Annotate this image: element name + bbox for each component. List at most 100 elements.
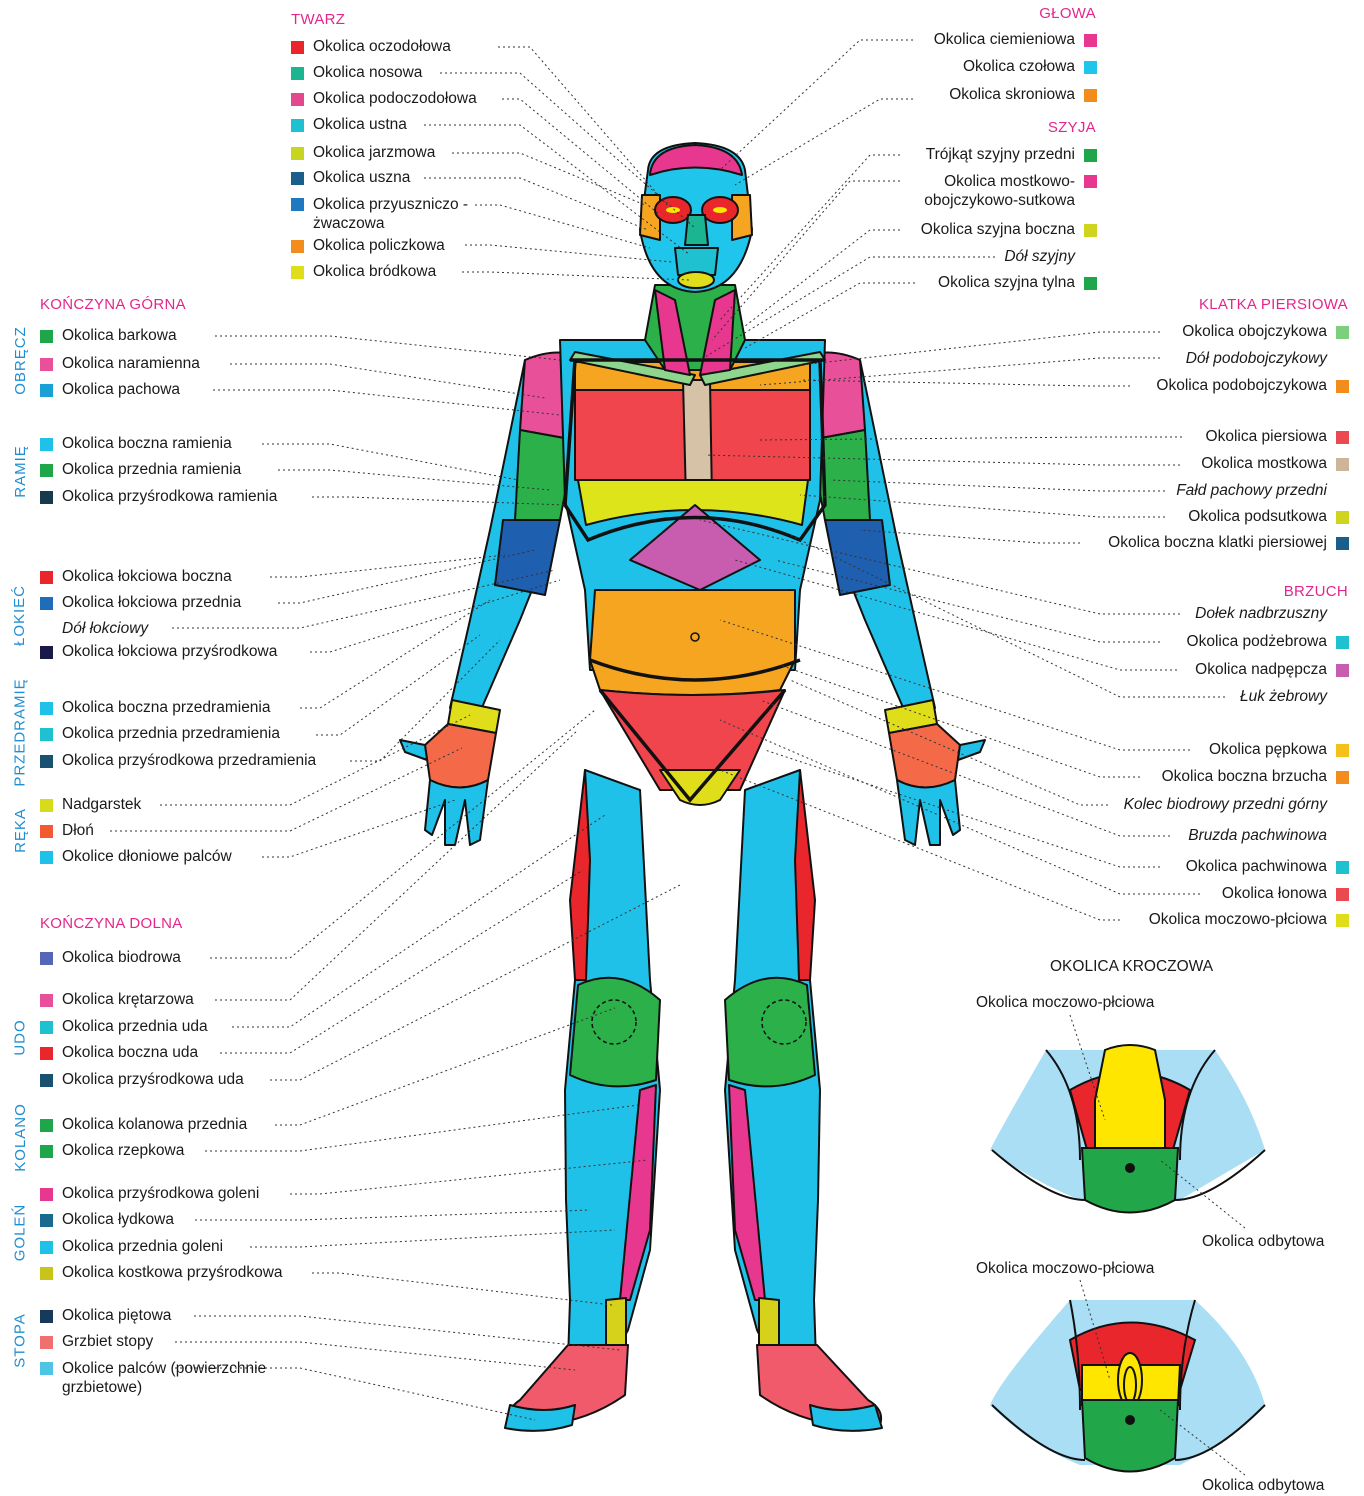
legend-swatch bbox=[1336, 771, 1349, 784]
legend-item: Okolica czołowa bbox=[963, 58, 1097, 76]
legend-swatch bbox=[40, 994, 53, 1007]
legend-label: Okolica biodrowa bbox=[62, 949, 181, 967]
legend-item: Okolica nadpępcza bbox=[1195, 661, 1349, 679]
legend-swatch bbox=[291, 67, 304, 80]
legend-label: Okolica obojczykowa bbox=[1182, 323, 1327, 341]
legend-swatch bbox=[40, 597, 53, 610]
legend-item: Okolica uszna bbox=[291, 169, 410, 187]
legend-item: Okolica nosowa bbox=[291, 64, 422, 82]
section-title-konczyna-dolna: KOŃCZYNA DOLNA bbox=[40, 915, 183, 932]
legend-item: Okolica policzkowa bbox=[291, 237, 445, 255]
legend-item: Okolica pachowa bbox=[40, 381, 180, 399]
legend-swatch bbox=[40, 330, 53, 343]
legend-label: Okolica szyjna boczna bbox=[921, 221, 1075, 239]
legend-label: Okolica skroniowa bbox=[949, 86, 1075, 104]
legend-swatch bbox=[40, 1021, 53, 1034]
legend-item: Okolica obojczykowa bbox=[1182, 323, 1349, 341]
legend-item: Okolica oczodołowa bbox=[291, 38, 451, 56]
legend-swatch bbox=[40, 646, 53, 659]
legend-label: Okolica policzkowa bbox=[313, 237, 445, 255]
legend-swatch bbox=[291, 240, 304, 253]
legend-item: Okolica łydkowa bbox=[40, 1211, 174, 1229]
legend-item: Okolica przednia goleni bbox=[40, 1238, 223, 1256]
legend-swatch bbox=[40, 1241, 53, 1254]
group-label-kolano: KOLANO bbox=[11, 1100, 29, 1175]
legend-swatch bbox=[40, 1336, 53, 1349]
legend-swatch bbox=[291, 119, 304, 132]
legend-swatch bbox=[40, 728, 53, 741]
legend-item: Okolica podsutkowa bbox=[1188, 508, 1349, 526]
legend-swatch bbox=[40, 1188, 53, 1201]
legend-item: Nadgarstek bbox=[40, 796, 141, 814]
legend-label: Okolica moczowo-płciowa bbox=[1149, 911, 1327, 929]
perineum-label-anal: Okolica odbytowa bbox=[1202, 1233, 1324, 1251]
legend-label: Dłoń bbox=[62, 822, 94, 840]
legend-swatch bbox=[40, 1145, 53, 1158]
legend-item: Kolec biodrowy przedni górny bbox=[1124, 796, 1327, 814]
legend-label: Dół podobojczykowy bbox=[1186, 350, 1327, 368]
legend-label: Okolica pachowa bbox=[62, 381, 180, 399]
section-title-klatka: KLATKA PIERSIOWA bbox=[1199, 296, 1348, 313]
group-label-golen: GOLEŃ bbox=[11, 1195, 29, 1270]
legend-label: Trójkąt szyjny przedni bbox=[926, 146, 1075, 164]
legend-item: Okolica biodrowa bbox=[40, 949, 181, 967]
legend-swatch bbox=[1084, 34, 1097, 47]
legend-label: Okolica kolanowa przednia bbox=[62, 1116, 247, 1134]
legend-label: Okolica mostkowa bbox=[1201, 455, 1327, 473]
legend-item: Okolica przyśrodkowa uda bbox=[40, 1071, 244, 1089]
legend-item: Okolica kolanowa przednia bbox=[40, 1116, 247, 1134]
legend-item: Dół podobojczykowy bbox=[1186, 350, 1327, 368]
legend-label: Łuk żebrowy bbox=[1240, 688, 1327, 706]
legend-label: Okolica podobojczykowa bbox=[1156, 377, 1327, 395]
legend-swatch bbox=[1084, 224, 1097, 237]
legend-item: Okolica podoczodołowa bbox=[291, 90, 477, 108]
legend-swatch bbox=[1336, 458, 1349, 471]
legend-label: Okolica łokciowa przednia bbox=[62, 594, 241, 612]
section-title-twarz: TWARZ bbox=[291, 11, 345, 28]
section-title-konczyna-gorna: KOŃCZYNA GÓRNA bbox=[40, 296, 186, 313]
legend-swatch bbox=[1336, 888, 1349, 901]
legend-item: Okolica skroniowa bbox=[949, 86, 1097, 104]
legend-swatch bbox=[1084, 61, 1097, 74]
legend-item: Okolica łokciowa przednia bbox=[40, 594, 241, 612]
legend-label: Okolica łonowa bbox=[1222, 885, 1327, 903]
group-label-reka: RĘKA bbox=[11, 800, 29, 860]
legend-label: Okolice palców (powierzchnie grzbietowe) bbox=[62, 1359, 280, 1397]
legend-label: Okolica ustna bbox=[313, 116, 407, 134]
legend-swatch bbox=[40, 1362, 53, 1375]
legend-swatch bbox=[40, 1214, 53, 1227]
legend-label: Okolica naramienna bbox=[62, 355, 200, 373]
legend-swatch bbox=[1336, 511, 1349, 524]
section-title-brzuch: BRZUCH bbox=[1284, 583, 1348, 600]
legend-item: Okolica krętarzowa bbox=[40, 991, 194, 1009]
group-label-ramie: RAMIĘ bbox=[11, 434, 29, 508]
legend-label: Okolica przyśrodkowa uda bbox=[62, 1071, 244, 1089]
legend-swatch bbox=[1084, 175, 1097, 188]
legend-item: Dół szyjny bbox=[1004, 248, 1075, 266]
group-label-lokiec: ŁOKIEĆ bbox=[11, 570, 29, 660]
legend-swatch bbox=[291, 41, 304, 54]
legend-swatch bbox=[40, 851, 53, 864]
legend-item: Dołek nadbrzuszny bbox=[1195, 605, 1327, 623]
legend-label: Okolica podoczodołowa bbox=[313, 90, 477, 108]
right-knee bbox=[725, 978, 815, 1087]
left-hand bbox=[425, 724, 496, 788]
legend-item: Okolica przyśrodkowa goleni bbox=[40, 1185, 259, 1203]
legend-swatch bbox=[40, 1074, 53, 1087]
legend-label: Okolica przednia ramienia bbox=[62, 461, 241, 479]
legend-swatch bbox=[40, 702, 53, 715]
legend-label: Okolica mostkowo-obojczykowo-sutkowa bbox=[887, 172, 1075, 210]
legend-label: Okolica oczodołowa bbox=[313, 38, 451, 56]
right-ankle bbox=[759, 1298, 779, 1345]
legend-swatch bbox=[40, 438, 53, 451]
legend-swatch bbox=[291, 266, 304, 279]
legend-swatch bbox=[1336, 431, 1349, 444]
legend-swatch bbox=[1084, 149, 1097, 162]
legend-item: Okolica mostkowa bbox=[1201, 455, 1349, 473]
section-title-szyja: SZYJA bbox=[1048, 119, 1096, 136]
legend-item: Okolica łokciowa przyśrodkowa bbox=[40, 643, 277, 661]
legend-item: Okolica przednia ramienia bbox=[40, 461, 241, 479]
legend-label: Okolica przednia goleni bbox=[62, 1238, 223, 1256]
group-label-przedramie: PRZEDRAMIĘ bbox=[11, 680, 29, 785]
legend-swatch bbox=[1336, 380, 1349, 393]
